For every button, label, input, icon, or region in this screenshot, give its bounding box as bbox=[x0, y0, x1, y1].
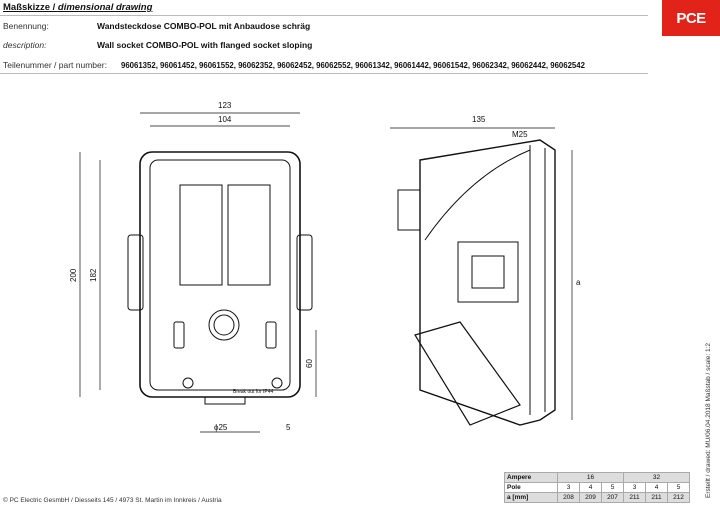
left-terminal-block bbox=[179, 184, 223, 286]
pole-row: Pole 3 4 5 3 4 5 bbox=[504, 482, 690, 493]
ampere-label: Ampere bbox=[504, 472, 558, 483]
front-housing-outline bbox=[139, 151, 301, 398]
ampere-row: Ampere 16 32 bbox=[504, 472, 690, 483]
mount-hole-right bbox=[271, 377, 283, 389]
flanged-socket bbox=[414, 321, 521, 426]
cable-entry-inner bbox=[213, 314, 235, 336]
pole-cell: 4 bbox=[579, 482, 602, 493]
front-view bbox=[127, 151, 313, 405]
socket-face bbox=[457, 241, 519, 303]
dim-200: 200 bbox=[69, 268, 78, 282]
a-cell: 209 bbox=[579, 492, 602, 503]
a-cell: 207 bbox=[601, 492, 624, 503]
pole-cell: 3 bbox=[557, 482, 580, 493]
ampere-32: 32 bbox=[623, 472, 690, 483]
pole-label: Pole bbox=[504, 482, 558, 493]
pole-cell: 3 bbox=[623, 482, 646, 493]
a-label: a [mm] bbox=[504, 492, 558, 503]
description-value: Wall socket COMBO-POL with flanged socke… bbox=[97, 40, 313, 50]
a-cell: 212 bbox=[667, 492, 690, 503]
side-housing-outline bbox=[419, 139, 556, 426]
dim-104: 104 bbox=[218, 115, 232, 124]
pce-logo: PCE bbox=[662, 0, 720, 36]
naming-row: Benennung: Wandsteckdose COMBO-POL mit An… bbox=[3, 21, 310, 31]
header-rule bbox=[0, 15, 648, 16]
pole-cell: 5 bbox=[601, 482, 624, 493]
left-slot bbox=[173, 321, 185, 349]
drawing-title: Maßskizze / dimensional drawing bbox=[3, 3, 152, 13]
cable-entry-circle bbox=[208, 309, 240, 341]
front-housing-inner bbox=[149, 159, 291, 391]
dim-diameter: ϕ25 bbox=[214, 423, 228, 432]
a-cell: 211 bbox=[645, 492, 668, 503]
dim-edge: 5 bbox=[286, 423, 291, 432]
dim-123: 123 bbox=[218, 101, 232, 110]
title-en: dimensional drawing bbox=[57, 2, 153, 13]
left-side-tab bbox=[127, 234, 144, 311]
mount-hole-left bbox=[182, 377, 194, 389]
socket-insert bbox=[471, 255, 505, 289]
dim-60: 60 bbox=[305, 359, 314, 368]
partno-label: Teilenummer / part number: bbox=[3, 60, 107, 70]
a-cell: 208 bbox=[557, 492, 580, 503]
a-row: a [mm] 208 209 207 211 211 212 bbox=[504, 492, 690, 503]
pole-cell: 5 bbox=[667, 482, 690, 493]
ampere-16: 16 bbox=[557, 472, 624, 483]
side-gland bbox=[397, 189, 421, 231]
footer-copyright: © PC Electric GesmbH / Diesseits 145 / 4… bbox=[3, 497, 222, 504]
side-note: Erstellt / drawed: MU/06.04.2018 Maßstab… bbox=[705, 343, 712, 498]
a-cell: 211 bbox=[623, 492, 646, 503]
side-view bbox=[397, 139, 556, 426]
naming-label: Benennung: bbox=[3, 21, 49, 31]
naming-value: Wandsteckdose COMBO-POL mit Anbaudose sc… bbox=[97, 21, 311, 31]
description-label: description: bbox=[3, 40, 47, 50]
spec-table: Ampere 16 32 Pole 3 4 5 3 4 5 a [mm] 208… bbox=[504, 472, 690, 503]
right-side-tab bbox=[296, 234, 313, 311]
side-curve bbox=[424, 149, 531, 241]
front-bottom-lip bbox=[204, 397, 246, 405]
header-rule-bottom bbox=[0, 73, 648, 74]
partno-row: Teilenummer / part number: 96061352, 9606… bbox=[3, 60, 585, 71]
dimension-lines bbox=[79, 112, 573, 433]
dim-135: 135 bbox=[472, 115, 486, 124]
dim-a: a bbox=[576, 278, 581, 287]
breakout-note: Break out for IP44 bbox=[233, 389, 274, 395]
dim-182: 182 bbox=[89, 268, 98, 282]
title-de: Maßskizze bbox=[3, 2, 50, 13]
right-slot bbox=[265, 321, 277, 349]
title-separator: / bbox=[50, 2, 58, 13]
partno-value: 96061352, 96061452, 96061552, 96062352, … bbox=[121, 61, 585, 70]
right-terminal-block bbox=[227, 184, 271, 286]
description-row: description: Wall socket COMBO-POL with f… bbox=[3, 40, 312, 50]
gland-label: M25 bbox=[512, 130, 528, 139]
pole-cell: 4 bbox=[645, 482, 668, 493]
